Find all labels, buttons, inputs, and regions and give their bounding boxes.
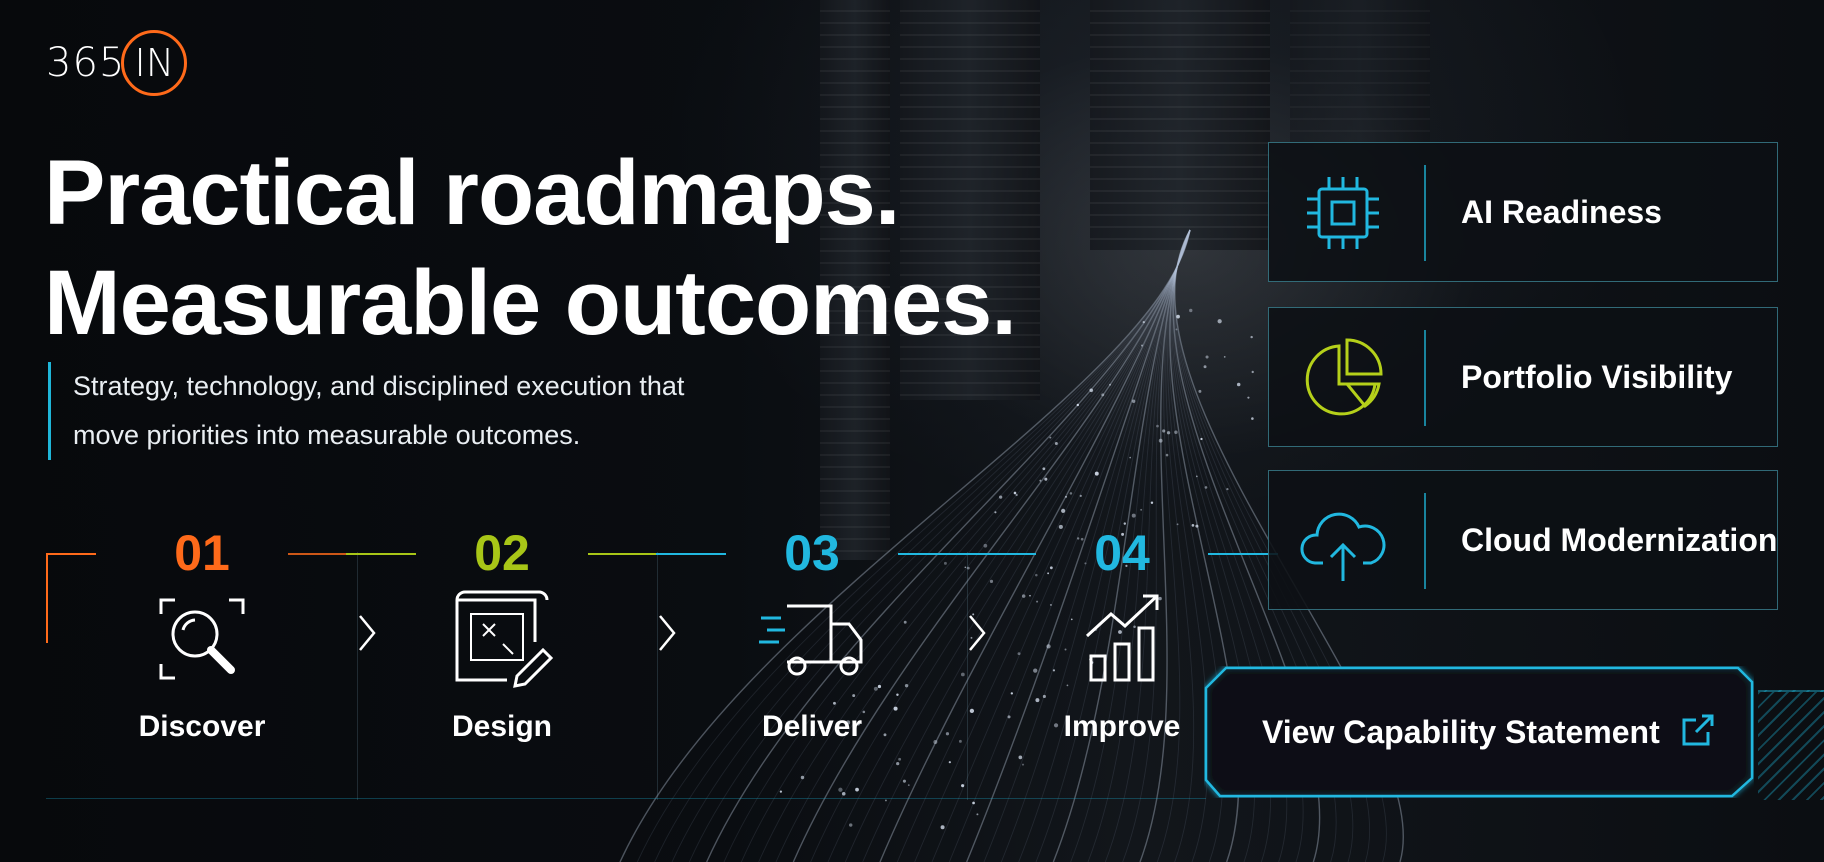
logo-ring-text: IN <box>134 41 175 85</box>
server-rack-3 <box>1090 0 1270 250</box>
capability-label: Cloud Modernization <box>1461 521 1778 558</box>
pie-chart-icon <box>1305 338 1383 416</box>
step-number-02: 02 <box>474 525 530 581</box>
chevron-right-icon <box>659 615 676 651</box>
headline-line-1: Practical roadmaps. <box>44 142 900 244</box>
subheadline-line-2: move priorities into measurable outcomes… <box>73 420 581 450</box>
server-rack-4 <box>1290 0 1430 150</box>
subheadline: Strategy, technology, and disciplined ex… <box>48 362 793 460</box>
capability-portfolio-visibility[interactable]: Portfolio Visibility <box>1268 307 1778 447</box>
step-design: 02 Design <box>346 522 676 800</box>
external-link-icon <box>1682 714 1714 746</box>
capability-cloud-modernization[interactable]: Cloud Modernization <box>1268 470 1778 610</box>
capability-label: Portfolio Visibility <box>1461 358 1733 395</box>
server-rack-1 <box>820 0 890 560</box>
headline: Practical roadmaps. Measurable outcomes. <box>44 138 1017 358</box>
logo-number: 365 <box>46 40 126 86</box>
cloud-upload-icon <box>1300 512 1386 581</box>
process-steps: 01 Discover 02 Design 03 <box>46 522 1278 800</box>
delivery-truck-icon <box>759 604 863 676</box>
decorative-hatch <box>1758 690 1824 800</box>
step-number-01: 01 <box>174 525 230 581</box>
step-label-deliver: Deliver <box>761 710 863 743</box>
view-capability-statement-button[interactable]: View Capability Statement <box>1204 666 1754 798</box>
step-label-discover: Discover <box>138 710 266 743</box>
chevron-right-icon <box>969 615 986 651</box>
steps-baseline <box>46 798 1206 799</box>
logo-ring: IN <box>121 30 188 96</box>
capability-label: AI Readiness <box>1461 193 1662 230</box>
brand-logo[interactable]: 365 IN <box>46 30 188 96</box>
magnifier-icon <box>159 598 245 680</box>
chevron-right-icon <box>359 615 376 651</box>
step-number-03: 03 <box>784 525 840 581</box>
cta-label: View Capability Statement <box>1262 713 1660 750</box>
subheadline-line-1: Strategy, technology, and disciplined ex… <box>73 371 685 401</box>
server-rack-2 <box>900 0 1040 400</box>
headline-line-2: Measurable outcomes. <box>44 252 1017 354</box>
step-label-design: Design <box>451 710 553 743</box>
step-deliver: 03 Deliver <box>656 522 986 800</box>
cta-frame <box>1204 666 1754 798</box>
blueprint-icon <box>455 590 554 688</box>
step-number-04: 04 <box>1094 525 1150 581</box>
step-improve: 04 Improve <box>966 522 1278 800</box>
capability-ai-readiness[interactable]: AI Readiness <box>1268 142 1778 282</box>
step-label-improve: Improve <box>1063 710 1181 743</box>
growth-chart-icon <box>1085 594 1159 682</box>
chip-icon <box>1307 177 1379 249</box>
step-discover: 01 Discover <box>46 522 376 800</box>
